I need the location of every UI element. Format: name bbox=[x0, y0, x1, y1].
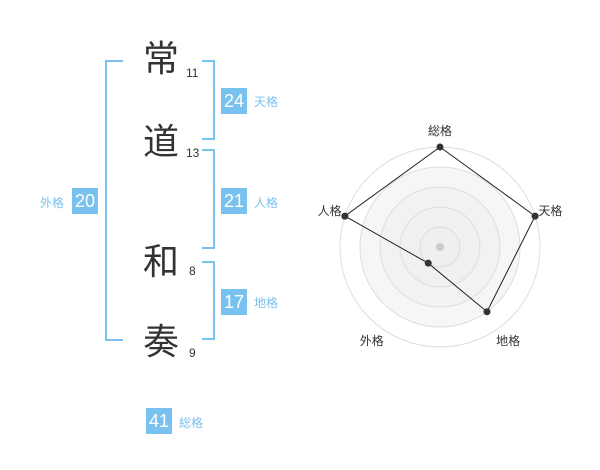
given-char-1: 和 bbox=[143, 242, 180, 283]
radar-axis-label: 地格 bbox=[496, 333, 520, 348]
radar-point-地格 bbox=[483, 308, 491, 316]
radar-series-polygon bbox=[343, 146, 536, 313]
jinkaku-bracket bbox=[202, 149, 215, 249]
tenkaku-bracket bbox=[202, 60, 215, 140]
jinkaku-label: 人格 bbox=[254, 196, 279, 210]
radar-axis-label: 総格 bbox=[428, 123, 452, 138]
jinkaku-value: 21 bbox=[221, 188, 247, 214]
chikaku-bracket bbox=[202, 261, 215, 340]
gaikaku-label: 外格 bbox=[40, 196, 65, 210]
radar-point-外格 bbox=[424, 259, 432, 267]
radar-axis-label: 人格 bbox=[318, 203, 342, 218]
radar-axis-label: 天格 bbox=[538, 203, 562, 218]
given-char-2-strokes: 9 bbox=[189, 346, 196, 360]
radar-axis-label: 外格 bbox=[360, 333, 384, 348]
chikaku-label: 地格 bbox=[254, 296, 279, 310]
given-char-1-strokes: 8 bbox=[189, 264, 196, 278]
radar-point-天格 bbox=[531, 212, 539, 220]
given-char-2: 奏 bbox=[143, 322, 180, 363]
tenkaku-value: 24 bbox=[221, 88, 247, 114]
radar-center-dot bbox=[436, 243, 444, 251]
radar-point-人格 bbox=[341, 212, 349, 220]
tenkaku-label: 天格 bbox=[254, 95, 279, 109]
radar-point-総格 bbox=[436, 143, 444, 151]
gaikaku-bracket bbox=[105, 60, 123, 341]
surname-char-2: 道 bbox=[143, 122, 180, 163]
chikaku-value: 17 bbox=[221, 289, 247, 315]
soukaku-label: 総格 bbox=[179, 416, 204, 430]
soukaku-value: 41 bbox=[146, 408, 172, 434]
gaikaku-value: 20 bbox=[72, 188, 98, 214]
surname-char-2-strokes: 13 bbox=[186, 146, 200, 160]
surname-char-1: 常 bbox=[143, 39, 180, 80]
surname-char-1-strokes: 11 bbox=[186, 66, 199, 80]
